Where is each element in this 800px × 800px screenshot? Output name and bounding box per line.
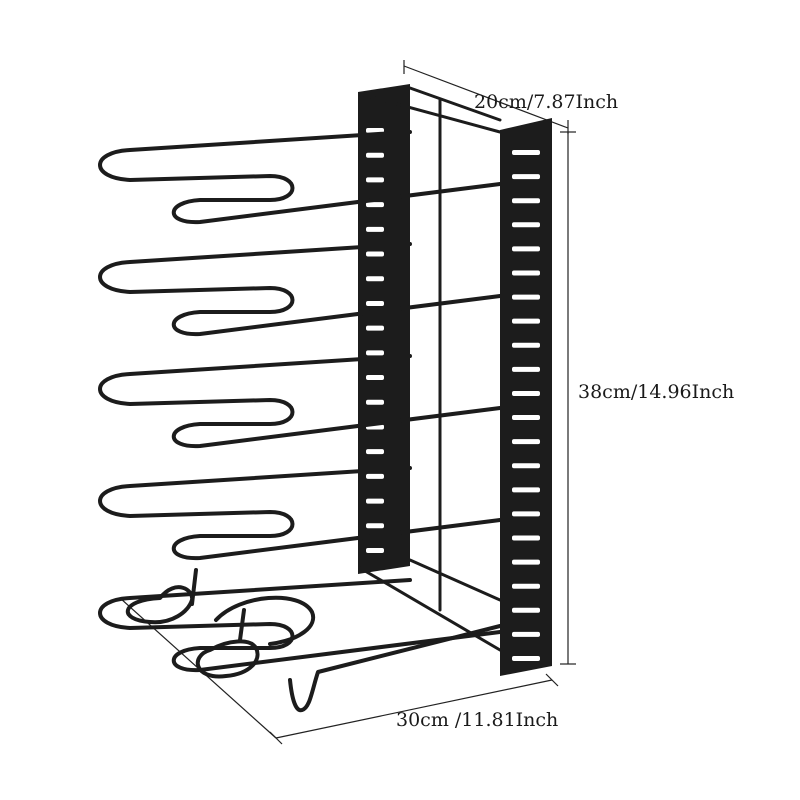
frame-slot	[366, 548, 384, 553]
frame-slot	[512, 607, 540, 613]
depth-dimension-label: 20cm/7.87Inch	[474, 91, 618, 113]
frame-slot	[512, 511, 540, 517]
frame-slot	[512, 222, 540, 228]
frame-slot	[366, 350, 384, 356]
frame-slot	[512, 535, 540, 541]
frame-slot	[366, 128, 384, 133]
frame-slot	[366, 498, 384, 504]
frame-slot	[512, 415, 540, 421]
frame-slot	[366, 300, 384, 306]
frame-slot	[366, 523, 384, 529]
frame-slot	[366, 226, 384, 232]
pan-holder-arm	[98, 466, 502, 561]
frame-slot	[512, 198, 540, 204]
frame-slot	[512, 439, 540, 445]
frame-slot	[512, 390, 540, 396]
frame-slot	[512, 487, 540, 493]
height-dimension-label: 38cm/14.96Inch	[578, 381, 734, 403]
frame-slot	[512, 174, 540, 180]
base-feet	[126, 568, 502, 713]
back-frame-slots	[366, 128, 384, 553]
frame-slot	[512, 559, 540, 565]
frame-slot	[512, 318, 540, 324]
frame-slot	[512, 583, 540, 589]
frame-slot	[512, 463, 540, 469]
back-frame	[358, 84, 410, 574]
pan-holder-arm	[98, 354, 502, 449]
front-frame	[500, 118, 552, 676]
frame-slot	[366, 177, 384, 183]
frame-slot	[366, 152, 384, 158]
pan-holder-arm	[98, 578, 502, 673]
frame-slot	[512, 631, 540, 637]
pan-holder-wires	[98, 130, 502, 673]
frame-slot	[366, 399, 384, 405]
pan-holder-arm	[98, 242, 502, 337]
frame-slot	[512, 294, 540, 300]
frame-slot	[512, 246, 540, 252]
frame-slot	[366, 276, 384, 282]
frame-slot	[366, 325, 384, 331]
width-dimension-label: 30cm /11.81Inch	[396, 709, 558, 731]
frame-slot	[366, 449, 384, 455]
frame-slot	[366, 251, 384, 257]
frame-slot	[512, 366, 540, 372]
frame-slot	[512, 656, 540, 661]
front-frame-slots	[512, 150, 540, 661]
frame-slot	[366, 375, 384, 381]
frame-slot	[512, 270, 540, 276]
pan-holder-arm	[98, 130, 502, 225]
frame-slot	[512, 342, 540, 348]
frame-slot	[366, 473, 384, 479]
frame-slot	[512, 150, 540, 155]
frame-slot	[366, 202, 384, 208]
